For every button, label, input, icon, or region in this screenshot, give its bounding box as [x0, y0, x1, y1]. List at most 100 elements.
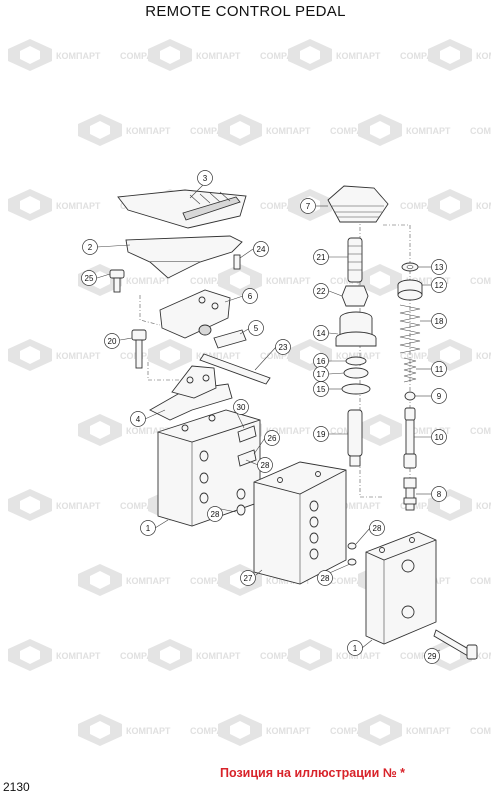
- watermark-text: КОМПАРТ: [196, 51, 241, 61]
- watermark-text: КОМПАРТ: [126, 126, 171, 136]
- watermark-text: COMPART: [260, 51, 305, 61]
- callout-label: 13: [435, 263, 444, 272]
- watermark-text: COMPART: [330, 126, 375, 136]
- callout-label: 28: [373, 524, 382, 533]
- callout-20: 20: [104, 333, 120, 349]
- callout-11: 11: [431, 361, 447, 377]
- watermark-text: COMPART: [400, 201, 445, 211]
- watermark-text: КОМПАРТ: [266, 726, 311, 736]
- callout-29: 29: [424, 648, 440, 664]
- callout-label: 23: [279, 343, 288, 352]
- watermark-text: COMPART: [190, 276, 235, 286]
- callout-27: 27: [240, 570, 256, 586]
- callout-label: 17: [317, 370, 326, 379]
- watermark-text: КОМПАРТ: [476, 351, 491, 361]
- callout-14: 14: [313, 325, 329, 341]
- watermark-text: КОМПАРТ: [126, 576, 171, 586]
- callout-label: 24: [257, 245, 266, 254]
- watermark-tile: КОМПАРТ COMPART: [148, 339, 305, 371]
- watermark-tile: КОМПАРТ COMPART: [148, 39, 305, 71]
- plugs-30-26: [237, 425, 257, 467]
- callout-label: 27: [244, 574, 253, 583]
- callout-label: 16: [317, 357, 326, 366]
- watermark-text: COMPART: [400, 501, 445, 511]
- callout-label: 3: [203, 174, 208, 183]
- callout-label: 9: [437, 392, 442, 401]
- callout-label: 18: [435, 317, 444, 326]
- watermark-tile: КОМПАРТ COMPART: [288, 639, 445, 671]
- callout-label: 26: [268, 434, 277, 443]
- valve-body-1-right: [365, 531, 437, 645]
- watermark-text: COMPART: [260, 651, 305, 661]
- plunger-19: [347, 409, 363, 467]
- watermark-text: COMPART: [120, 651, 165, 661]
- callout-25: 25: [81, 270, 97, 286]
- callout-label: 21: [317, 253, 326, 262]
- watermark-text: COMPART: [470, 726, 491, 736]
- guide-14: [335, 311, 377, 347]
- watermark-text: COMPART: [470, 126, 491, 136]
- watermark-tile: КОМПАРТ COMPART: [8, 639, 165, 671]
- callout-label: 1: [146, 524, 151, 533]
- orings-28: [347, 542, 357, 566]
- callout-28d: 28: [317, 570, 333, 586]
- watermark-text: КОМПАРТ: [126, 276, 171, 286]
- watermark-text: COMPART: [260, 351, 305, 361]
- callout-label: 2: [88, 243, 93, 252]
- callout-label: 12: [435, 281, 444, 290]
- pin-5: [213, 329, 247, 349]
- callout-label: 28: [261, 461, 270, 470]
- watermark-text: КОМПАРТ: [266, 126, 311, 136]
- position-note: Позиция на иллюстрации № *: [220, 766, 405, 780]
- watermark-text: КОМПАРТ: [476, 51, 491, 61]
- callout-1a: 1: [140, 520, 156, 536]
- nut-22: [341, 285, 369, 307]
- watermark-text: COMPART: [470, 426, 491, 436]
- callout-21: 21: [313, 249, 329, 265]
- watermark-text: КОМПАРТ: [56, 651, 101, 661]
- watermark-text: КОМПАРТ: [266, 276, 311, 286]
- callout-label: 14: [317, 329, 326, 338]
- watermark-text: COMPART: [400, 651, 445, 661]
- watermark-layer: КОМПАРТ COMPART КОМПАРТ COMPART КОМПАРТ COMPA…: [8, 39, 491, 746]
- callout-label: 1: [353, 644, 358, 653]
- watermark-text: COMPART: [190, 576, 235, 586]
- callout-10: 10: [431, 429, 447, 445]
- watermark-text: COMPART: [120, 351, 165, 361]
- callout-6: 6: [242, 288, 258, 304]
- callout-23: 23: [275, 339, 291, 355]
- spring-seat-12: [397, 279, 423, 301]
- watermark-text: КОМПАРТ: [336, 651, 381, 661]
- spring-18: [399, 304, 421, 354]
- callout-17: 17: [313, 366, 329, 382]
- watermark-text: КОМПАРТ: [406, 426, 451, 436]
- callout-label: 5: [254, 324, 259, 333]
- block-27: [253, 461, 347, 585]
- callout-5: 5: [248, 320, 264, 336]
- watermark-text: КОМПАРТ: [126, 426, 171, 436]
- watermark-text: COMPART: [190, 126, 235, 136]
- watermark-tile: КОМПАРТ COMPART: [218, 114, 375, 146]
- watermark-text: COMPART: [260, 201, 305, 211]
- watermark-text: КОМПАРТ: [196, 351, 241, 361]
- callout-label: 30: [237, 403, 246, 412]
- callout-1b: 1: [347, 640, 363, 656]
- callout-label: 28: [321, 574, 330, 583]
- watermark-text: COMPART: [190, 726, 235, 736]
- watermark-text: COMPART: [330, 726, 375, 736]
- callout-label: 7: [306, 202, 311, 211]
- callout-2: 2: [82, 239, 98, 255]
- watermark-text: КОМПАРТ: [336, 51, 381, 61]
- callout-12: 12: [431, 277, 447, 293]
- spring-11: [403, 357, 417, 383]
- callout-label: 4: [136, 415, 141, 424]
